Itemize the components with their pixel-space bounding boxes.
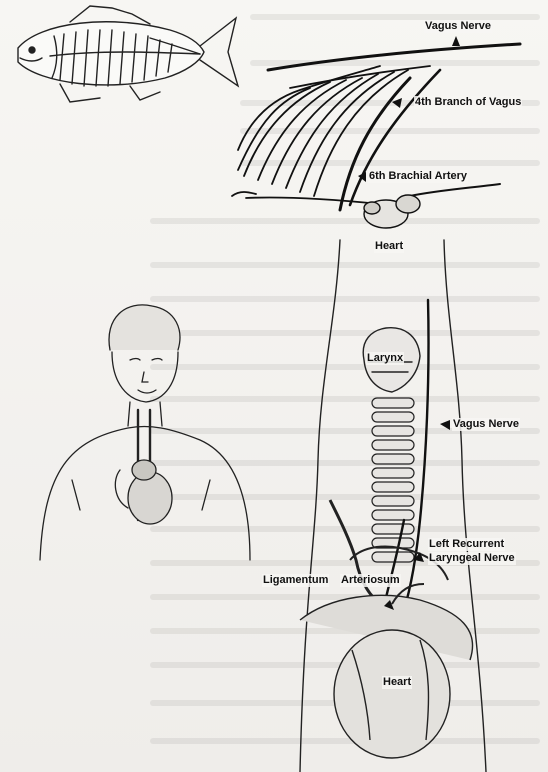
label-vagus-nerve-human: Vagus Nerve (452, 418, 520, 431)
label-heart-human: Heart (382, 676, 412, 689)
label-vagus-nerve-fish: Vagus Nerve (424, 20, 492, 33)
trachea-rings (372, 398, 414, 562)
label-larynx: Larynx (366, 352, 404, 365)
label-left-recurrent: Left Recurrent (428, 538, 505, 551)
label-4th-branch-of-vagus: 4th Branch of Vagus (414, 96, 522, 109)
label-heart-fish: Heart (374, 240, 404, 253)
label-laryngeal-nerve: Laryngeal Nerve (428, 552, 516, 565)
label-ligamentum: Ligamentum (262, 574, 329, 587)
label-arteriosum: Arteriosum (340, 574, 401, 587)
label-6th-brachial-artery: 6th Brachial Artery (368, 170, 468, 183)
